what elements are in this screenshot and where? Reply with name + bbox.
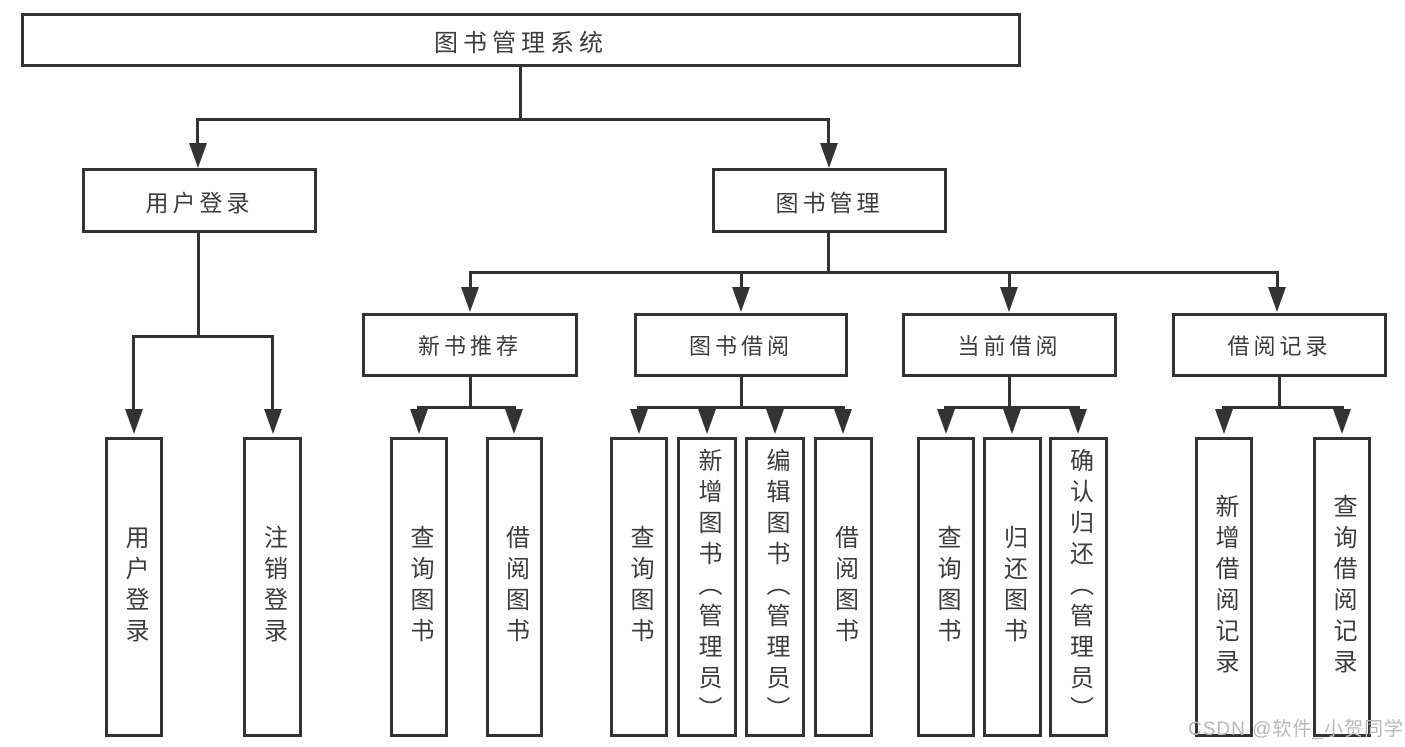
- leaf-query-books-borrow: 查询图书: [610, 437, 668, 737]
- arrowhead-down-icon: [1069, 409, 1087, 434]
- arrowhead-down-icon: [461, 287, 479, 312]
- arrowhead-down-icon: [264, 409, 282, 434]
- arrowhead-down-icon: [1003, 409, 1021, 434]
- arrowhead-down-icon: [1215, 409, 1233, 434]
- watermark: CSDN @软件_小贺同学: [1188, 719, 1404, 740]
- leaf-confirm-return-admin: 确认归还（管理员）: [1049, 437, 1108, 737]
- connector-line: [1278, 377, 1281, 408]
- leaf-add-book-admin: 新增图书（管理员）: [677, 437, 737, 737]
- connector-line: [469, 271, 472, 289]
- arrowhead-down-icon: [505, 409, 523, 434]
- arrowhead-down-icon: [834, 409, 852, 434]
- connector-line: [132, 335, 135, 411]
- arrowhead-down-icon: [698, 409, 716, 434]
- node-borrow-records: 借阅记录: [1172, 313, 1387, 377]
- arrowhead-down-icon: [1000, 287, 1018, 312]
- leaf-borrow-books: 借阅图书: [814, 437, 873, 737]
- connector-line: [519, 67, 522, 120]
- connector-line: [417, 406, 516, 409]
- connector-line: [637, 406, 845, 409]
- node-user-login: 用户登录: [82, 168, 317, 233]
- leaf-return-books: 归还图书: [983, 437, 1042, 737]
- leaf-query-books-recommend: 查询图书: [390, 437, 448, 737]
- connector-line: [827, 118, 830, 148]
- node-book-borrow: 图书借阅: [634, 313, 848, 377]
- leaf-logout: 注销登录: [243, 437, 302, 737]
- connector-line: [740, 377, 743, 408]
- node-book-management: 图书管理: [712, 168, 947, 233]
- connector-line: [469, 271, 1279, 274]
- connector-line: [1276, 271, 1279, 289]
- leaf-query-books-current: 查询图书: [917, 437, 975, 737]
- arrowhead-down-icon: [732, 287, 750, 312]
- connector-line: [132, 335, 274, 338]
- arrowhead-down-icon: [766, 409, 784, 434]
- connector-line: [944, 406, 1080, 409]
- connector-line: [196, 118, 830, 121]
- node-library-system: 图书管理系统: [21, 13, 1021, 67]
- connector-line: [740, 271, 743, 289]
- node-new-book-recommend: 新书推荐: [362, 313, 578, 377]
- connector-line: [1008, 271, 1011, 289]
- connector-line: [197, 233, 200, 337]
- leaf-user-login: 用户登录: [105, 437, 163, 737]
- leaf-edit-book-admin: 编辑图书（管理员）: [745, 437, 805, 737]
- connector-line: [827, 233, 830, 273]
- connector-line: [1222, 406, 1344, 409]
- connector-line: [196, 118, 199, 148]
- arrowhead-down-icon: [410, 409, 428, 434]
- connector-line: [469, 377, 472, 408]
- connector-line: [271, 335, 274, 411]
- connector-line: [1008, 377, 1011, 408]
- leaf-borrow-books-recommend: 借阅图书: [486, 437, 543, 737]
- node-current-borrow: 当前借阅: [902, 313, 1117, 377]
- arrowhead-down-icon: [189, 143, 207, 168]
- leaf-add-borrow-record: 新增借阅记录: [1195, 437, 1253, 737]
- arrowhead-down-icon: [630, 409, 648, 434]
- leaf-query-borrow-record: 查询借阅记录: [1313, 437, 1371, 737]
- arrowhead-down-icon: [820, 143, 838, 168]
- arrowhead-down-icon: [125, 409, 143, 434]
- arrowhead-down-icon: [1333, 409, 1351, 434]
- arrowhead-down-icon: [937, 409, 955, 434]
- arrowhead-down-icon: [1268, 287, 1286, 312]
